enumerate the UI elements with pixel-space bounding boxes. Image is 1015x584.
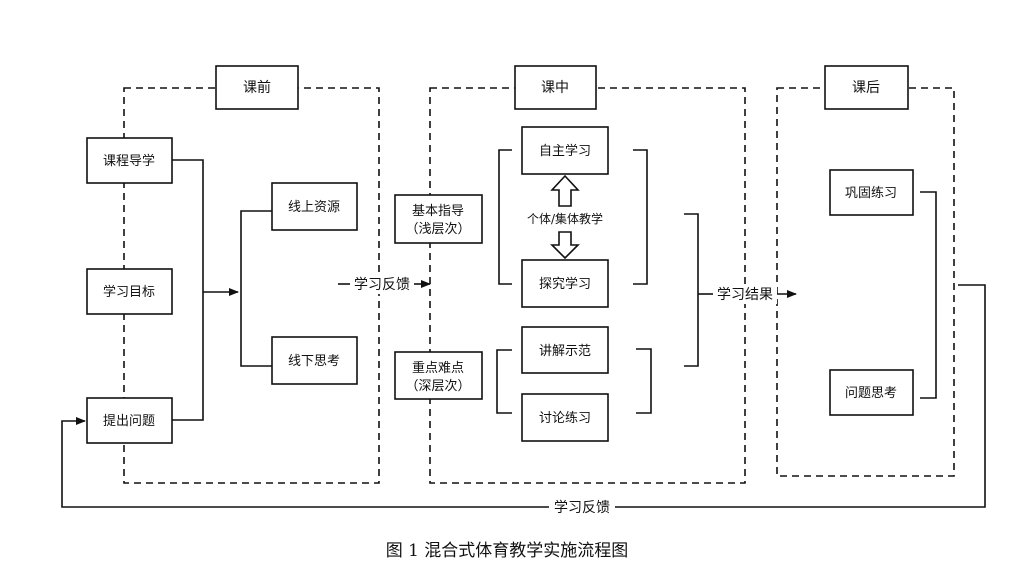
box-online-resource: 线上资源: [271, 182, 358, 231]
key-left-bracket: [496, 349, 512, 414]
box-raise-question: 提出问题: [86, 397, 173, 444]
box-key-difficulty: 重点难点 （深层次）: [394, 351, 483, 400]
figure-caption: 图 1 混合式体育教学实施流程图: [386, 541, 629, 561]
feedback-loop-line: [615, 284, 986, 508]
resource-bracket: [240, 210, 272, 367]
post-class-frame: [776, 87, 955, 477]
svg-text:探究学习: 探究学习: [539, 276, 591, 292]
svg-text:线上资源: 线上资源: [288, 200, 340, 215]
svg-text:问题思考: 问题思考: [845, 386, 897, 401]
box-self-study: 自主学习: [521, 126, 609, 175]
box-discuss-practice: 讨论练习: [521, 393, 609, 442]
svg-text:基本指导: 基本指导: [412, 204, 464, 219]
key-right-bracket: [636, 348, 652, 414]
svg-text:讲解示范: 讲解示范: [539, 344, 591, 359]
box-consolidate: 巩固练习: [829, 169, 914, 216]
basic-right-bracket: [633, 149, 648, 285]
pre-collect-bracket: [172, 159, 204, 421]
in-class-header: 课中: [514, 65, 597, 110]
svg-text:（浅层次）: （浅层次）: [405, 221, 470, 237]
feedback-loop-return: [61, 417, 549, 508]
post-right-bracket: [920, 191, 937, 399]
hollow-down-arrow-icon: [550, 231, 580, 260]
svg-text:提出问题: 提出问题: [103, 413, 155, 429]
in-collect-bracket: [684, 213, 699, 367]
box-explore-study: 探究学习: [521, 259, 609, 308]
svg-text:线下思考: 线下思考: [288, 354, 340, 369]
pre-class-label: 课前: [243, 79, 271, 96]
teaching-label: 个体/集体教学: [527, 211, 603, 226]
svg-text:讨论练习: 讨论练习: [539, 411, 591, 426]
hollow-up-arrow-icon: [550, 174, 580, 207]
in-class-label: 课中: [541, 80, 569, 96]
box-course-guide: 课程导学: [86, 137, 173, 184]
svg-text:重点难点: 重点难点: [412, 360, 464, 376]
box-learning-goal: 学习目标: [86, 268, 173, 315]
svg-text:巩固练习: 巩固练习: [845, 186, 897, 201]
feedback-bottom-label: 学习反馈: [554, 500, 610, 516]
svg-text:（深层次）: （深层次）: [405, 378, 470, 394]
box-basic-guidance: 基本指导 （浅层次）: [394, 194, 483, 244]
box-explain-demo: 讲解示范: [521, 326, 609, 374]
box-reflect: 问题思考: [829, 369, 914, 416]
result-label: 学习结果: [717, 287, 773, 303]
feedback-mid-label: 学习反馈: [354, 277, 410, 293]
post-class-header: 课后: [824, 65, 909, 110]
pre-class-header: 课前: [215, 65, 299, 110]
basic-left-bracket: [498, 149, 512, 285]
svg-text:学习目标: 学习目标: [103, 284, 155, 300]
svg-text:自主学习: 自主学习: [539, 143, 591, 159]
svg-text:课程导学: 课程导学: [103, 153, 155, 169]
post-class-label: 课后: [852, 80, 880, 96]
box-offline-thinking: 线下思考: [271, 336, 358, 385]
